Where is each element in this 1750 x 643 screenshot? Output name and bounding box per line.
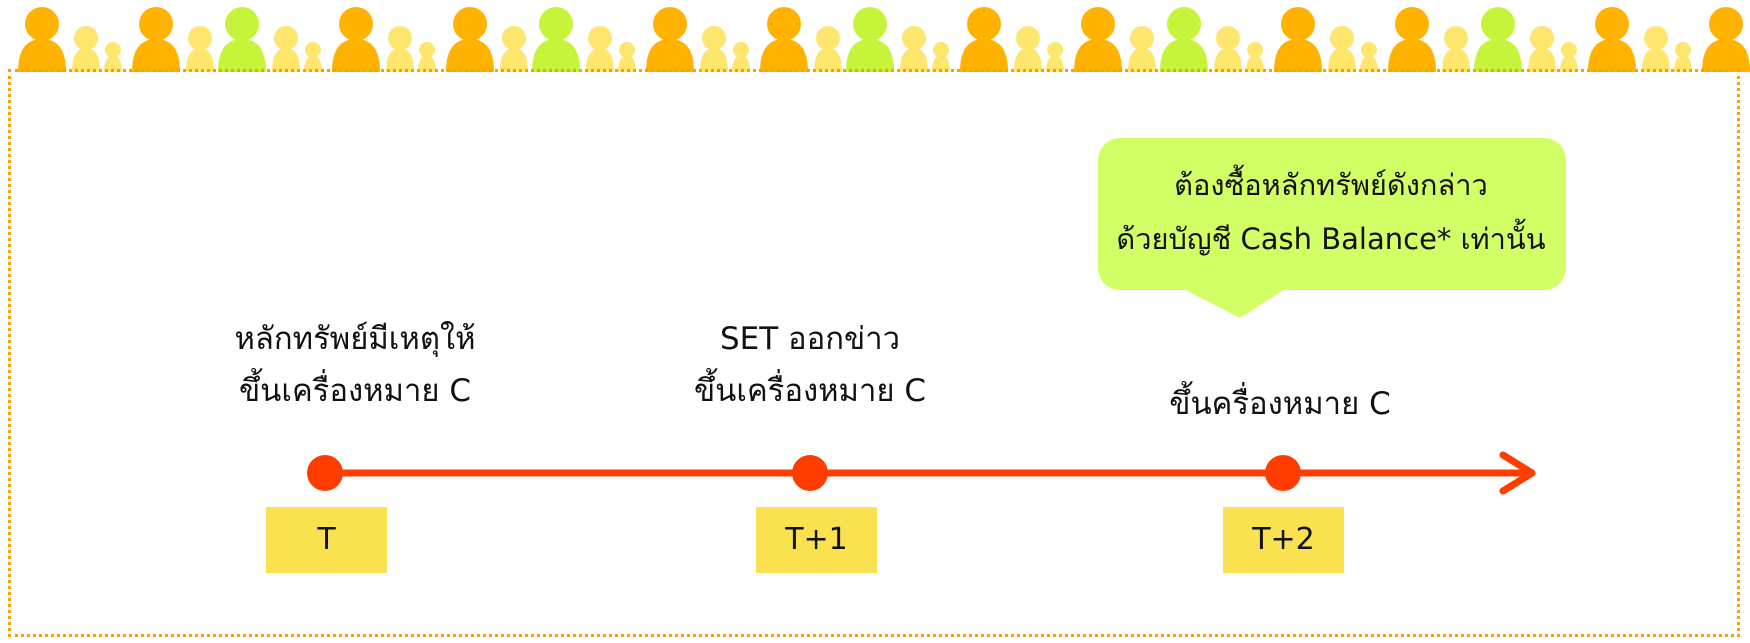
event-label-t2: ขึ้นครื่องหมาย C: [1120, 378, 1440, 430]
person-icon: [446, 7, 494, 72]
person-icon: [1274, 7, 1322, 72]
person-icon: [1360, 42, 1378, 72]
event-dot-t: [307, 455, 343, 491]
event-label-line-1: หลักทรัพย์มีเหตุให้: [234, 321, 476, 357]
callout-bubble: [1098, 138, 1566, 318]
event-label-line-1: ขึ้นครื่องหมาย C: [1169, 386, 1391, 422]
person-icon: [1128, 26, 1156, 72]
person-icon: [1388, 7, 1436, 72]
person-icon: [932, 42, 950, 72]
person-icon: [272, 26, 300, 72]
timeline-arrowhead: [1499, 451, 1536, 495]
person-icon: [900, 26, 928, 72]
person-icon: [18, 7, 66, 72]
person-icon: [1214, 26, 1242, 72]
event-label-line-2: ขึ้นเครื่องหมาย C: [693, 373, 927, 409]
event-dot-t1: [792, 455, 828, 491]
callout-line-1: ต้องซื้อหลักทรัพย์ดังกล่าว: [1174, 168, 1488, 202]
person-icon: [72, 26, 100, 72]
person-icon: [814, 26, 842, 72]
people-banner: [18, 7, 1750, 72]
callout-line-2: ด้วยบัญชี Cash Balance* เท่านั้น: [1116, 222, 1546, 256]
person-icon: [132, 7, 180, 72]
person-icon: [500, 26, 528, 72]
person-icon: [186, 26, 214, 72]
day-box-t1: T+1: [756, 507, 877, 573]
person-icon: [332, 7, 380, 72]
event-label-t: หลักทรัพย์มีเหตุให้ ขึ้นเครื่องหมาย C: [190, 313, 520, 417]
person-icon: [532, 7, 580, 72]
person-icon: [618, 42, 636, 72]
person-icon: [960, 7, 1008, 72]
person-icon: [646, 7, 694, 72]
person-icon: [1560, 42, 1578, 72]
person-icon: [760, 7, 808, 72]
person-icon: [104, 42, 122, 72]
person-icon: [1588, 7, 1636, 72]
person-icon: [846, 7, 894, 72]
person-icon: [1702, 7, 1750, 72]
person-icon: [1160, 7, 1208, 72]
person-icon: [1642, 26, 1670, 72]
person-icon: [1014, 26, 1042, 72]
person-icon: [386, 26, 414, 72]
person-icon: [1528, 26, 1556, 72]
day-box-t2: T+2: [1223, 507, 1344, 573]
person-icon: [1442, 26, 1470, 72]
person-icon: [1074, 7, 1122, 72]
person-icon: [586, 26, 614, 72]
person-icon: [1046, 42, 1064, 72]
diagram-frame: [8, 69, 1740, 637]
person-icon: [218, 7, 266, 72]
person-icon: [418, 42, 436, 72]
person-icon: [304, 42, 322, 72]
day-box-t: T: [266, 507, 387, 573]
callout-text: ต้องซื้อหลักทรัพย์ดังกล่าว ด้วยบัญชี Cas…: [1100, 158, 1562, 266]
event-dot-t2: [1265, 455, 1301, 491]
person-icon: [1328, 26, 1356, 72]
person-icon: [700, 26, 728, 72]
event-label-line-1: SET ออกข่าว: [719, 321, 901, 357]
person-icon: [1674, 42, 1692, 72]
person-icon: [732, 42, 750, 72]
person-icon: [1246, 42, 1264, 72]
event-label-line-2: ขึ้นเครื่องหมาย C: [238, 373, 472, 409]
person-icon: [1474, 7, 1522, 72]
event-label-t1: SET ออกข่าว ขึ้นเครื่องหมาย C: [640, 313, 980, 417]
